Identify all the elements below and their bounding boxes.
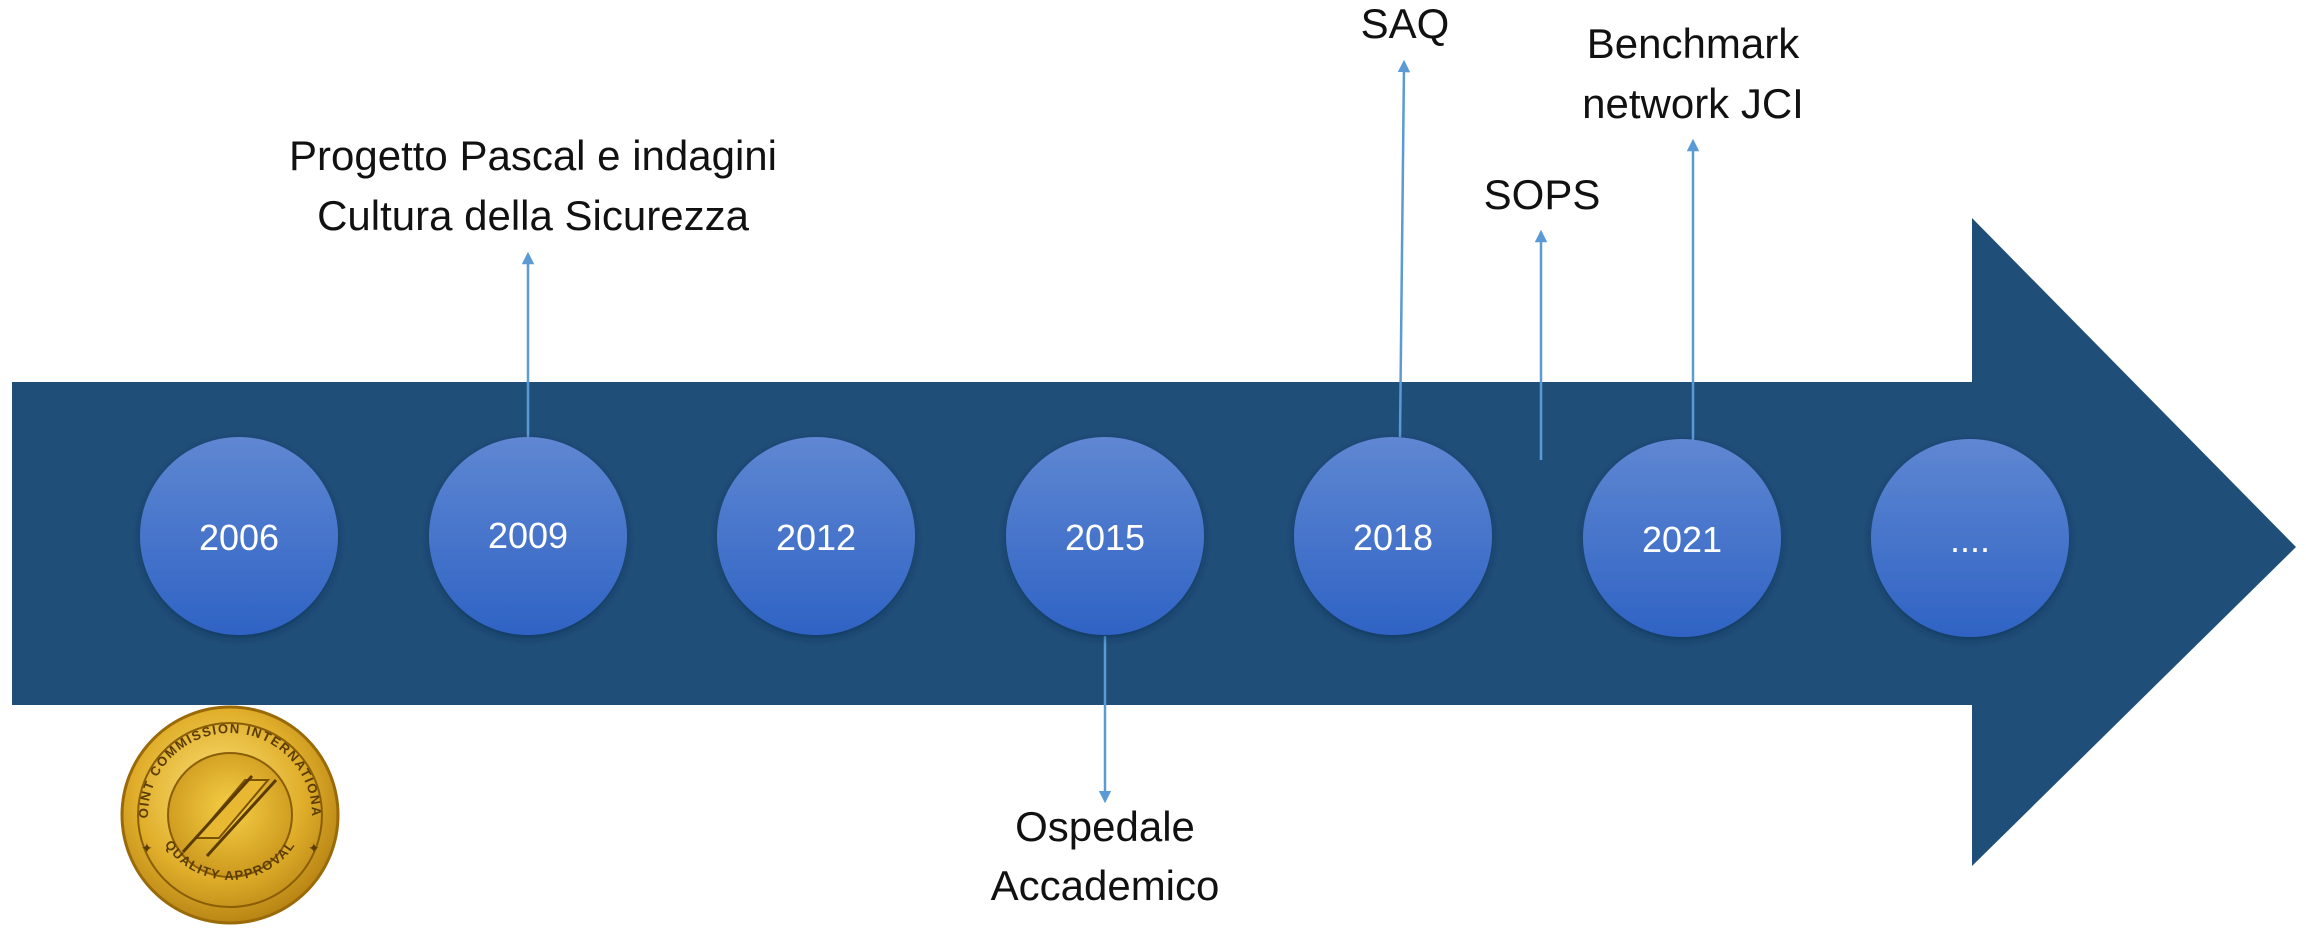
year-node-2009: 2009 <box>429 437 627 635</box>
year-label: 2018 <box>1353 517 1433 558</box>
year-label: 2015 <box>1065 517 1145 558</box>
event-label-line1: Benchmark <box>1587 20 1800 67</box>
event-label-line1: Ospedale <box>1015 803 1195 850</box>
year-node-2021: 2021 <box>1583 439 1781 637</box>
year-label: 2021 <box>1642 519 1722 560</box>
year-node-2012: 2012 <box>717 437 915 635</box>
event-sops: SOPS <box>1484 171 1601 218</box>
year-label: .... <box>1950 519 1990 560</box>
event-saq: SAQ <box>1361 0 1450 47</box>
year-node-2018: 2018 <box>1294 437 1492 635</box>
year-label: 2012 <box>776 517 856 558</box>
event-label-line1: SOPS <box>1484 171 1601 218</box>
event-pascal: Progetto Pascal e indagini Cultura della… <box>289 132 777 239</box>
svg-text:✦: ✦ <box>141 840 153 856</box>
event-label-line1: SAQ <box>1361 0 1450 47</box>
year-label: 2009 <box>488 515 568 556</box>
event-label-line2: Cultura della Sicurezza <box>317 192 750 239</box>
event-label-line2: Accademico <box>991 862 1220 909</box>
year-label: 2006 <box>199 517 279 558</box>
event-label-line1: Progetto Pascal e indagini <box>289 132 777 179</box>
event-label-line2: network JCI <box>1582 80 1804 127</box>
year-node-2006: 2006 <box>140 437 338 635</box>
year-node-future: .... <box>1871 439 2069 637</box>
connector-saq <box>1397 59 1411 438</box>
event-ospedale: Ospedale Accademico <box>991 803 1220 909</box>
event-benchmark: Benchmark network JCI <box>1582 20 1804 127</box>
svg-text:✦: ✦ <box>308 840 320 856</box>
year-node-2015: 2015 <box>1006 437 1204 635</box>
